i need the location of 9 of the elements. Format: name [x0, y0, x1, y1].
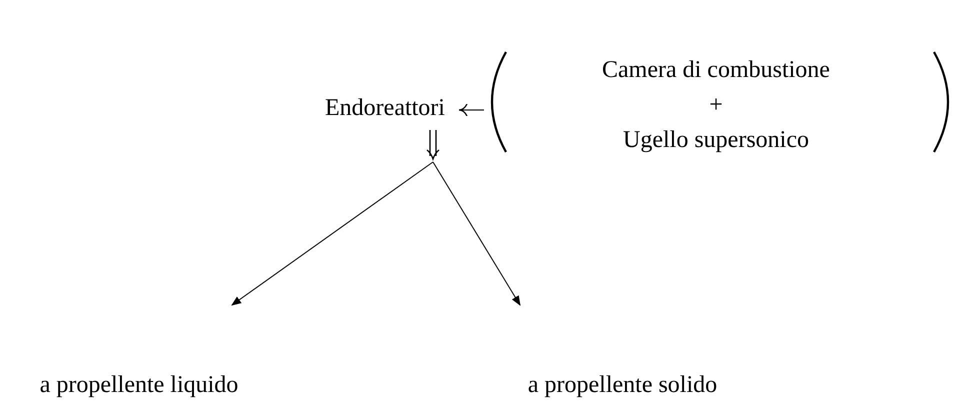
group-text: +: [708, 93, 724, 117]
node-label: a propellente liquido: [8, 373, 270, 397]
node-label: a propellente solido: [500, 373, 745, 397]
arrow: [432, 162, 521, 306]
group-text: Camera di combustione: [601, 58, 831, 82]
node-label: Endoreattori: [313, 96, 457, 120]
arrow: [231, 162, 434, 306]
group-text: Ugello supersonico: [622, 128, 810, 152]
double-arrow: [426, 129, 440, 160]
